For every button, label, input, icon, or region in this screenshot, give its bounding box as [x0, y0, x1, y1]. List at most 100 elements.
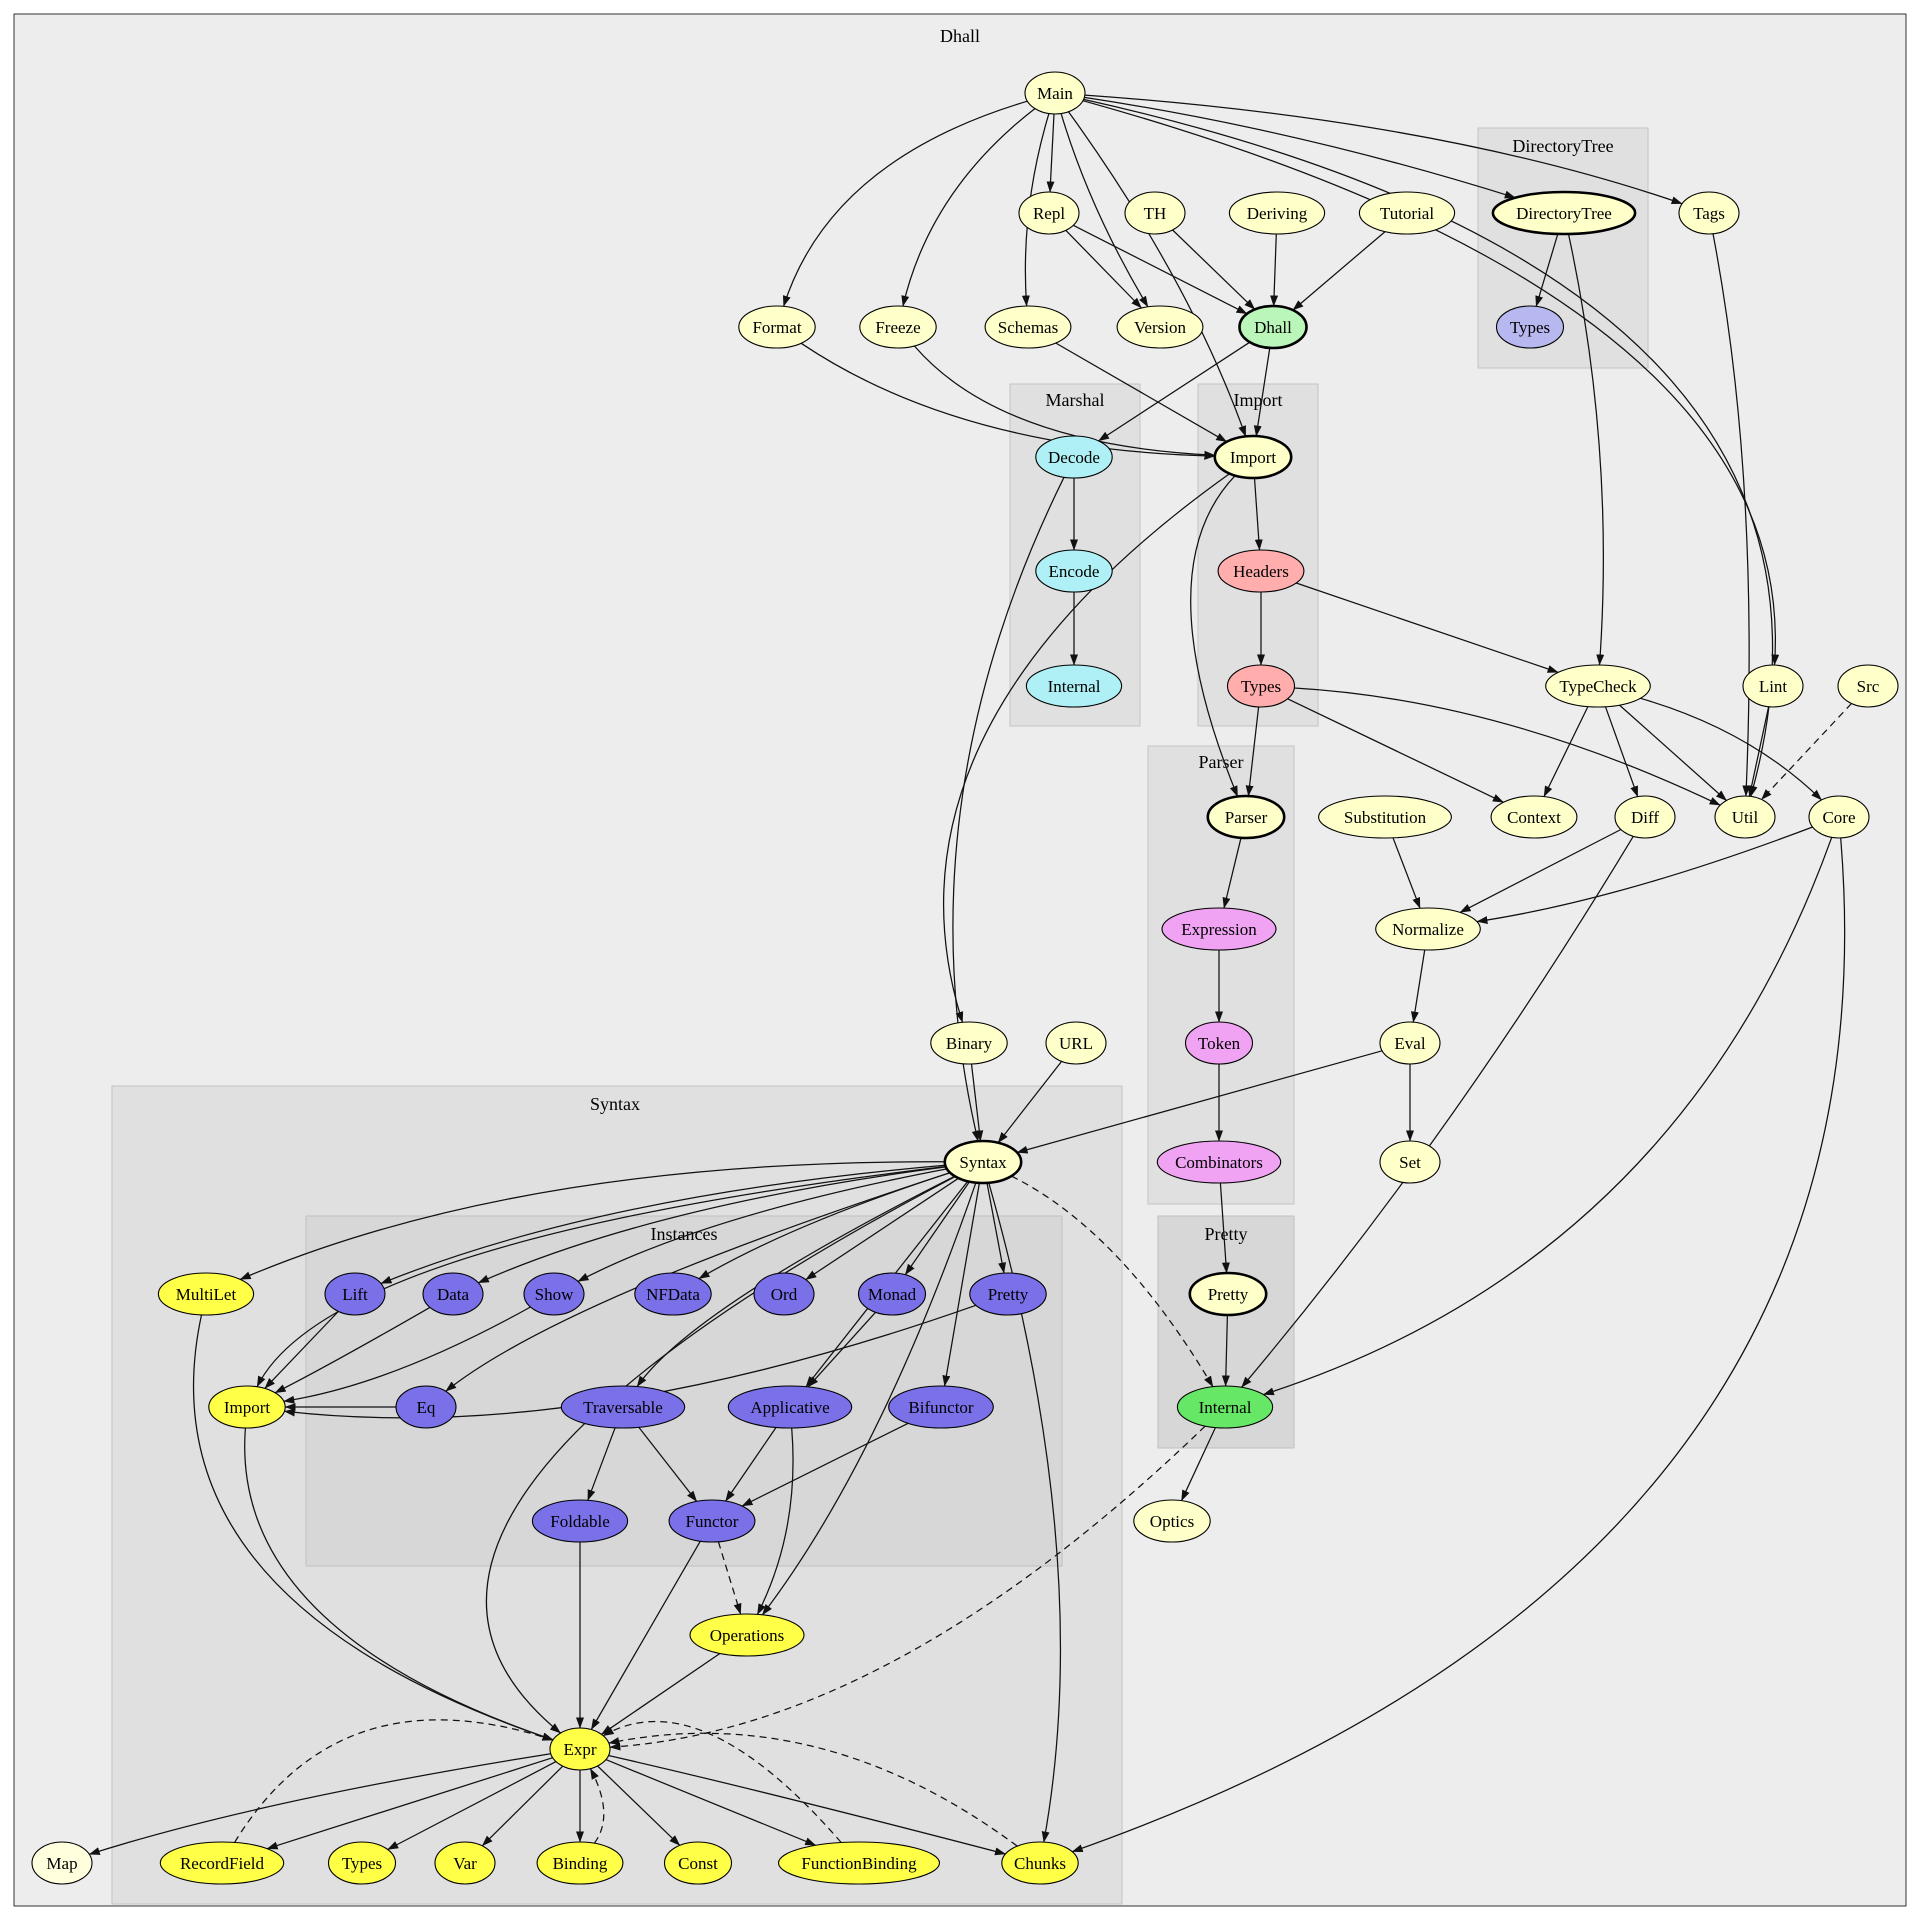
node-const: Const: [663, 1841, 733, 1885]
node-dt_types: Types: [1495, 305, 1565, 349]
cluster-label-instances: Instances: [651, 1224, 718, 1244]
edge-i_types-to-parser: [1245, 706, 1260, 797]
node-ellipse-ord: [753, 1272, 815, 1316]
node-ellipse-m_internal: [1025, 664, 1123, 708]
node-label-traversable: Traversable: [583, 1398, 663, 1417]
edge-diff-to-p_internal: [1241, 835, 1634, 1388]
node-label-eq: Eq: [417, 1398, 436, 1417]
edge-headers-to-typecheck: [1295, 582, 1559, 673]
node-ord: Ord: [753, 1272, 815, 1316]
edge-main-to-repl: [1046, 113, 1055, 193]
node-ellipse-core: [1808, 795, 1870, 839]
edge-syntax-to-i_pretty: [986, 1182, 1006, 1274]
node-ellipse-schemas: [984, 305, 1072, 349]
edge-binding-to-expr: [589, 1768, 605, 1844]
node-ellipse-map: [31, 1841, 93, 1885]
edge-import_top-to-headers: [1253, 477, 1263, 551]
node-label-syntax: Syntax: [959, 1153, 1007, 1172]
node-ellipse-expression: [1161, 907, 1277, 951]
node-binary: Binary: [930, 1021, 1008, 1065]
node-i_types: Types: [1226, 664, 1296, 708]
node-label-import_top: Import: [1230, 448, 1277, 467]
edge-combinators-to-p_pretty: [1219, 1182, 1230, 1274]
edge-core-to-p_internal: [1262, 837, 1833, 1396]
edge-s_import-to-expr: [244, 1427, 554, 1741]
edge-expr-to-map: [88, 1753, 551, 1855]
node-typecheck: TypeCheck: [1545, 664, 1651, 708]
edge-tutorial-to-dhall: [1292, 231, 1386, 311]
node-label-chunks: Chunks: [1014, 1854, 1066, 1873]
cluster-label-marshal: Marshal: [1046, 390, 1105, 410]
node-src: Src: [1837, 664, 1899, 708]
node-tutorial: Tutorial: [1358, 191, 1456, 235]
node-label-schemas: Schemas: [998, 318, 1058, 337]
edge-main-to-format: [782, 100, 1028, 307]
node-label-monad: Monad: [868, 1285, 917, 1304]
node-label-expression: Expression: [1181, 920, 1257, 939]
node-deriving: Deriving: [1228, 191, 1326, 235]
node-ellipse-url: [1045, 1021, 1107, 1065]
edge-functor-to-expr: [590, 1540, 701, 1730]
edge-traversable-to-foldable: [587, 1427, 616, 1501]
node-label-encode: Encode: [1049, 562, 1100, 581]
node-freeze: Freeze: [859, 305, 937, 349]
node-ellipse-i_types: [1226, 664, 1296, 708]
node-th: TH: [1124, 191, 1186, 235]
edge-syntax-to-eq: [445, 1172, 951, 1392]
node-ellipse-headers: [1217, 549, 1305, 593]
edge-i_types-to-context: [1287, 698, 1504, 803]
edge-core-to-chunks: [1071, 837, 1846, 1853]
edge-p_pretty-to-p_internal: [1221, 1314, 1230, 1387]
cluster-label-pretty: Pretty: [1205, 1224, 1248, 1244]
node-label-dhall: Dhall: [1254, 318, 1292, 337]
node-version: Version: [1116, 305, 1204, 349]
node-context: Context: [1490, 795, 1578, 839]
node-label-binary: Binary: [946, 1034, 993, 1053]
node-eval: Eval: [1379, 1021, 1441, 1065]
edge-format-to-import_top: [800, 342, 1216, 460]
node-directorytree: DirectoryTree: [1491, 190, 1637, 236]
node-label-context: Context: [1507, 808, 1561, 827]
edge-normalize-to-eval: [1410, 949, 1426, 1023]
node-label-multilet: MultiLet: [176, 1285, 237, 1304]
node-expression: Expression: [1161, 907, 1277, 951]
cluster-label-directorytree: DirectoryTree: [1512, 136, 1613, 156]
node-label-tutorial: Tutorial: [1380, 204, 1434, 223]
node-format: Format: [738, 305, 816, 349]
node-binding: Binding: [536, 1841, 624, 1885]
edge-p_internal-to-expr: [609, 1425, 1206, 1751]
node-nfdata: NFData: [634, 1272, 712, 1316]
cluster-label-parser: Parser: [1199, 752, 1244, 772]
node-label-combinators: Combinators: [1175, 1153, 1263, 1172]
edge-typecheck-to-context: [1543, 706, 1589, 798]
node-ellipse-foldable: [531, 1499, 629, 1543]
edge-directorytree-to-dt_types: [1535, 233, 1559, 307]
node-label-set: Set: [1399, 1153, 1421, 1172]
node-ellipse-bifunctor: [888, 1385, 994, 1429]
node-label-recordfield: RecordField: [180, 1854, 265, 1873]
node-ellipse-var: [434, 1841, 496, 1885]
node-label-i_types: Types: [1241, 677, 1281, 696]
edge-monad-to-applicative: [807, 1311, 876, 1388]
node-ellipse-parser: [1206, 794, 1286, 840]
node-ellipse-normalize: [1375, 907, 1481, 951]
node-core: Core: [1808, 795, 1870, 839]
node-ellipse-typecheck: [1545, 664, 1651, 708]
node-label-s_import: Import: [224, 1398, 271, 1417]
edge-syntax-to-lift: [380, 1164, 946, 1285]
node-m_internal: Internal: [1025, 664, 1123, 708]
node-tags: Tags: [1678, 191, 1740, 235]
edge-data-to-s_import: [274, 1306, 431, 1394]
cluster-label-import: Import: [1234, 390, 1283, 410]
edge-binary-to-syntax: [970, 1063, 984, 1142]
edge-core-to-normalize: [1476, 826, 1813, 924]
node-ellipse-version: [1116, 305, 1204, 349]
node-label-main: Main: [1037, 84, 1073, 103]
node-label-s_types: Types: [342, 1854, 382, 1873]
node-ellipse-operations: [689, 1613, 805, 1657]
node-lint: Lint: [1742, 664, 1804, 708]
node-label-deriving: Deriving: [1247, 204, 1308, 223]
node-label-const: Const: [678, 1854, 718, 1873]
node-set: Set: [1379, 1140, 1441, 1184]
edge-lint-to-util: [1747, 706, 1770, 797]
